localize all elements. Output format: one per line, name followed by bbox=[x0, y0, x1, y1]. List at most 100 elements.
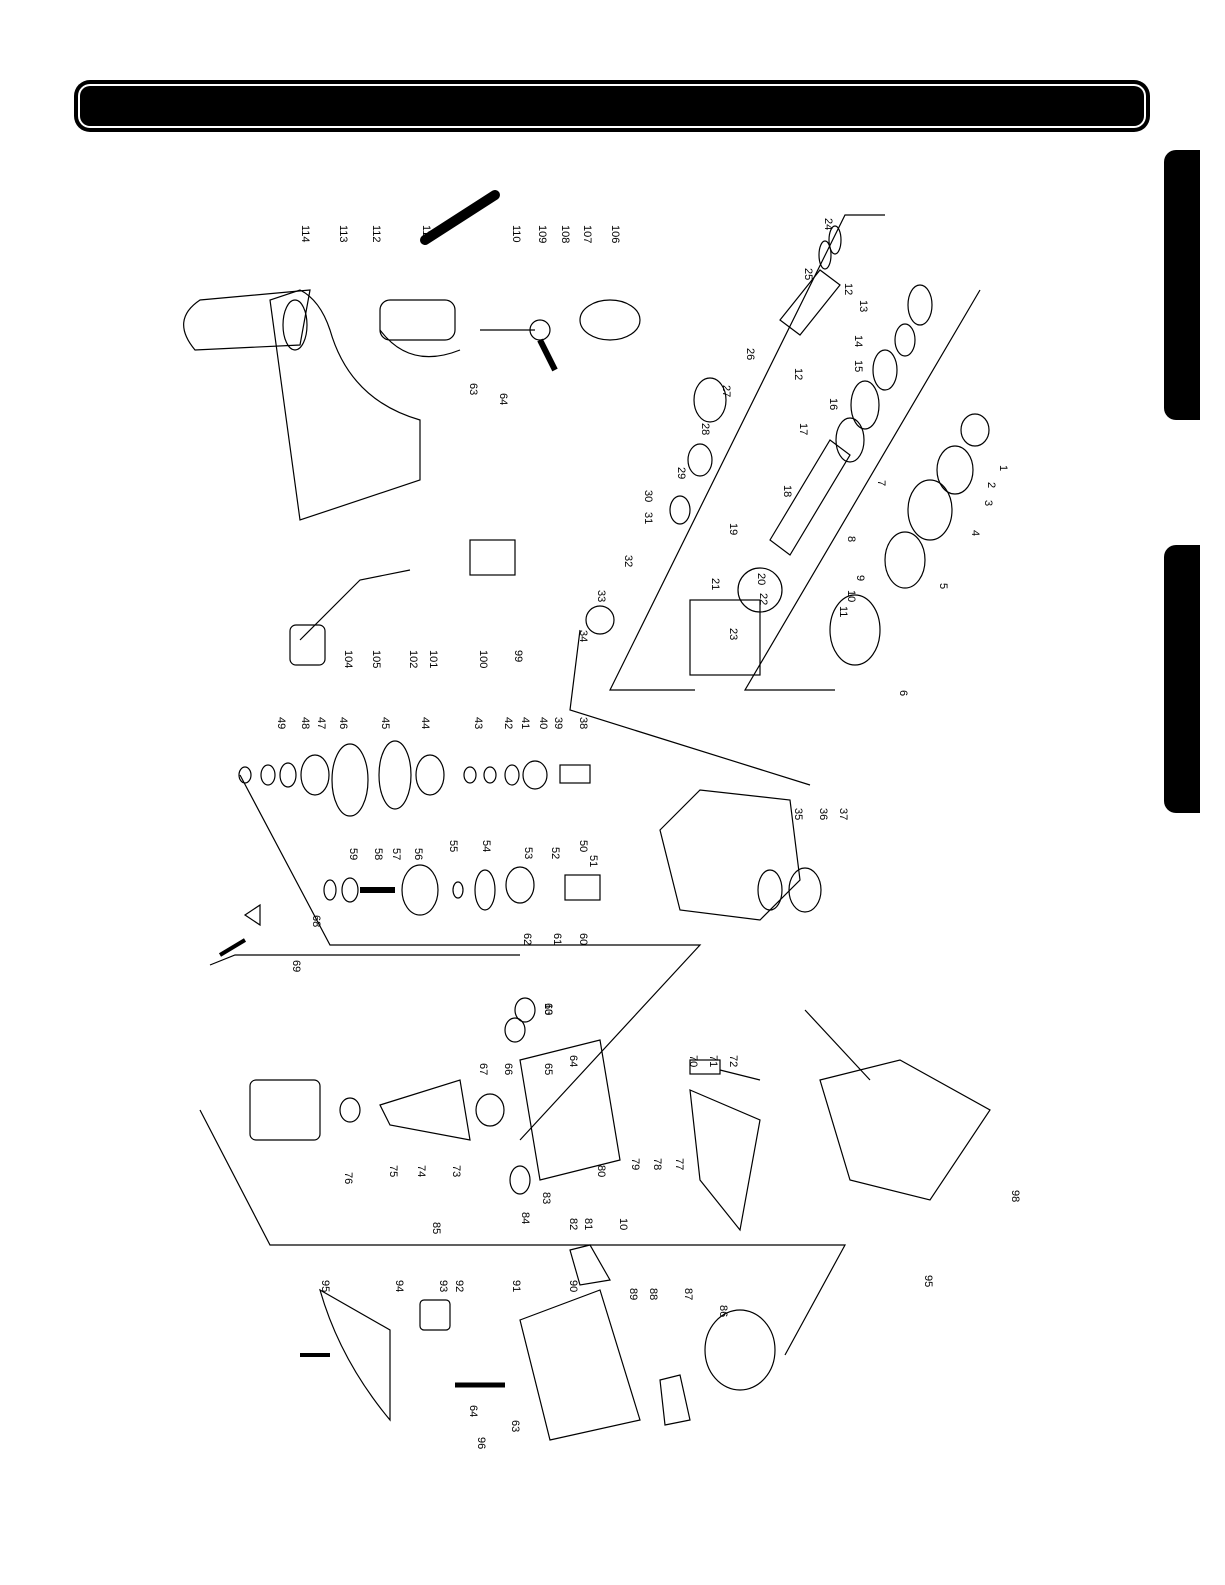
part-label-39: 39 bbox=[552, 717, 564, 729]
part-label-72: 72 bbox=[727, 1055, 739, 1067]
part-label-108: 108 bbox=[559, 225, 571, 243]
part-label-66: 66 bbox=[502, 1063, 514, 1075]
part-label-88: 88 bbox=[647, 1288, 659, 1300]
part-label-2: 2 bbox=[985, 482, 997, 488]
part-label-55: 55 bbox=[447, 840, 459, 852]
side-handle-grip bbox=[183, 289, 311, 351]
part-label-46: 46 bbox=[337, 717, 349, 729]
part-label-89: 89 bbox=[627, 1288, 639, 1300]
part-label-112: 112 bbox=[370, 225, 382, 243]
part-label-41: 41 bbox=[519, 717, 531, 729]
handle-clamp-jaw bbox=[379, 329, 461, 358]
part-label-44: 44 bbox=[419, 717, 431, 729]
side-tab-2 bbox=[1164, 545, 1200, 813]
clamp-band bbox=[579, 299, 641, 341]
gasket-77 bbox=[689, 1089, 761, 1232]
part-label-6: 6 bbox=[897, 690, 909, 696]
brush-holder-93 bbox=[419, 1299, 451, 1331]
part-label-64-1: 64 bbox=[467, 1405, 479, 1417]
part-label-13: 13 bbox=[857, 300, 869, 312]
part-label-109: 109 bbox=[536, 225, 548, 243]
part-label-48: 48 bbox=[299, 717, 311, 729]
part-label-36: 36 bbox=[817, 808, 829, 820]
part-label-99: 99 bbox=[512, 650, 524, 662]
part-label-67: 67 bbox=[477, 1063, 489, 1075]
part-label-106: 106 bbox=[609, 225, 621, 243]
part-label-10: 10 bbox=[845, 590, 857, 602]
part-label-82: 82 bbox=[567, 1218, 579, 1230]
part-label-38: 38 bbox=[577, 717, 589, 729]
sleeve bbox=[689, 599, 761, 676]
part-label-43: 43 bbox=[472, 717, 484, 729]
part-label-65: 65 bbox=[542, 1063, 554, 1075]
group-outline-front bbox=[743, 289, 981, 691]
part-label-40: 40 bbox=[537, 717, 549, 729]
part-label-30: 30 bbox=[642, 490, 654, 502]
part-label-62: 62 bbox=[521, 933, 533, 945]
shaft-38 bbox=[559, 764, 591, 784]
part-label-71: 71 bbox=[707, 1055, 719, 1067]
part-label-29: 29 bbox=[675, 467, 687, 479]
part-label-90: 90 bbox=[567, 1280, 579, 1292]
barrel-cylinder bbox=[769, 439, 851, 556]
part-label-8: 8 bbox=[845, 536, 857, 542]
part-label-24: 24 bbox=[822, 218, 834, 230]
part-label-1: 1 bbox=[997, 465, 1009, 471]
part-label-33: 33 bbox=[595, 590, 607, 602]
part-label-95: 95 bbox=[319, 1280, 331, 1292]
part-label-28: 28 bbox=[699, 423, 711, 435]
part-label-80: 80 bbox=[595, 1165, 607, 1177]
part-label-54: 54 bbox=[480, 840, 492, 852]
part-label-57: 57 bbox=[390, 848, 402, 860]
part-label-58: 58 bbox=[372, 848, 384, 860]
part-label-35: 35 bbox=[792, 808, 804, 820]
leader-handle-housing bbox=[804, 1009, 871, 1081]
rear-handle bbox=[269, 289, 421, 521]
part-label-50: 50 bbox=[577, 840, 589, 852]
shaft-52 bbox=[564, 874, 601, 901]
leader-gear-housing bbox=[569, 629, 811, 786]
part-label-52: 52 bbox=[549, 847, 561, 859]
part-label-93: 93 bbox=[437, 1280, 449, 1292]
part-label-68: 68 bbox=[310, 915, 322, 927]
part-label-34: 34 bbox=[577, 630, 589, 642]
part-label-98: 98 bbox=[1009, 1190, 1021, 1202]
handle-clamp bbox=[379, 299, 456, 341]
part-label-25: 25 bbox=[802, 268, 814, 280]
part-label-105: 105 bbox=[370, 650, 382, 668]
part-label-21: 21 bbox=[709, 578, 721, 590]
part-label-107: 107 bbox=[581, 225, 593, 243]
leader-gear-set bbox=[239, 774, 702, 1141]
part-label-81: 81 bbox=[582, 1218, 594, 1230]
part-label-63: 63 bbox=[509, 1420, 521, 1432]
part-label-18: 18 bbox=[781, 485, 793, 497]
part-label-85: 85 bbox=[430, 1222, 442, 1234]
part-label-53: 53 bbox=[522, 847, 534, 859]
armature bbox=[379, 1079, 471, 1141]
part-label-5: 5 bbox=[937, 583, 949, 589]
part-label-32: 32 bbox=[622, 555, 634, 567]
part-label-64-2: 64 bbox=[497, 393, 509, 405]
part-label-63-1: 63 bbox=[542, 1003, 554, 1015]
part-label-83: 83 bbox=[540, 1192, 552, 1204]
part-label-61: 61 bbox=[551, 933, 563, 945]
part-label-59: 59 bbox=[347, 848, 359, 860]
part-label-64: 64 bbox=[567, 1055, 579, 1067]
handle-housing-98 bbox=[819, 1059, 991, 1201]
part-label-11: 11 bbox=[837, 606, 849, 617]
motor-housing-88 bbox=[519, 1289, 641, 1441]
part-label-92: 92 bbox=[453, 1280, 465, 1292]
part-label-42: 42 bbox=[502, 717, 514, 729]
part-label-51: 51 bbox=[587, 855, 599, 867]
part-label-69: 69 bbox=[290, 960, 302, 972]
part-label-10-1: 10 bbox=[617, 1218, 629, 1230]
part-label-111: 111 bbox=[420, 225, 432, 242]
part-label-10-2: 10 bbox=[542, 1003, 554, 1015]
part-label-37: 37 bbox=[837, 808, 849, 820]
part-label-23: 23 bbox=[727, 628, 739, 640]
part-label-3: 3 bbox=[982, 500, 994, 506]
side-tab-1 bbox=[1164, 150, 1200, 420]
power-plug bbox=[289, 624, 326, 666]
part-label-104: 104 bbox=[342, 650, 354, 668]
